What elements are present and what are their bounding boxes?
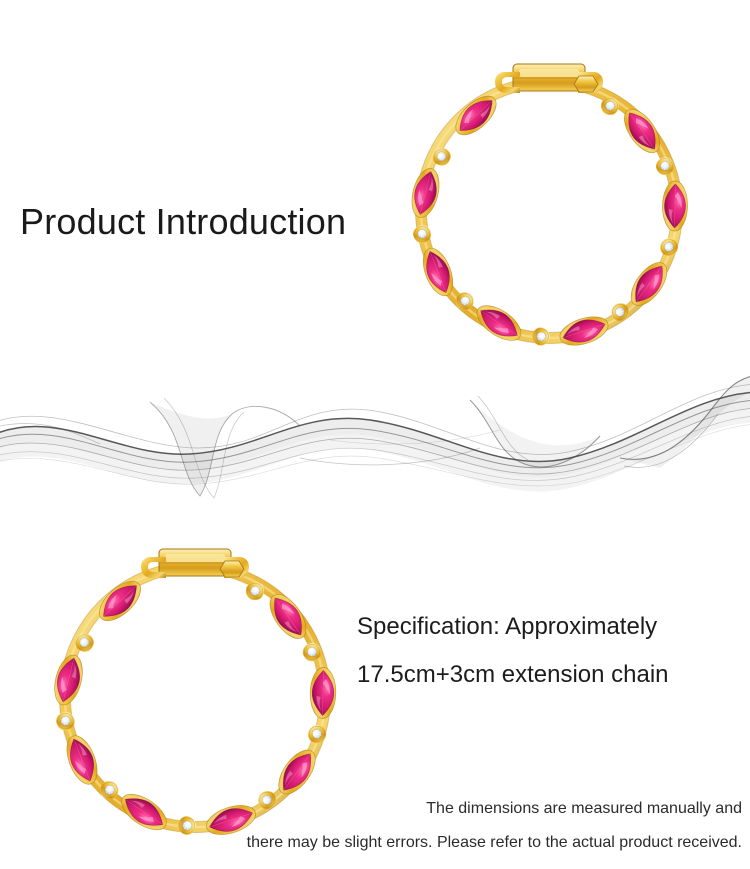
bracelet-clasp-bottom <box>141 548 249 578</box>
disclaimer-line-2: there may be slight errors. Please refer… <box>246 834 742 851</box>
specification-line-1: Specification: Approximately <box>357 613 658 640</box>
page-title: Product Introduction <box>20 201 347 242</box>
specification-block: Specification: Approximately 17.5cm+3cm … <box>357 603 737 699</box>
bracelet-illustration-bottom <box>49 548 337 841</box>
disclaimer-line-1: The dimensions are measured manually and <box>426 800 742 817</box>
specification-line-2: 17.5cm+3cm extension chain <box>357 661 669 688</box>
smoke-divider-graphic <box>0 376 750 499</box>
disclaimer-block: The dimensions are measured manually and… <box>130 792 742 860</box>
bracelet-clasp <box>495 63 603 93</box>
product-image-bottom <box>37 533 352 848</box>
smoke-wave-divider <box>0 362 750 502</box>
product-image-top <box>393 48 705 360</box>
bracelet-illustration-top <box>406 63 689 352</box>
